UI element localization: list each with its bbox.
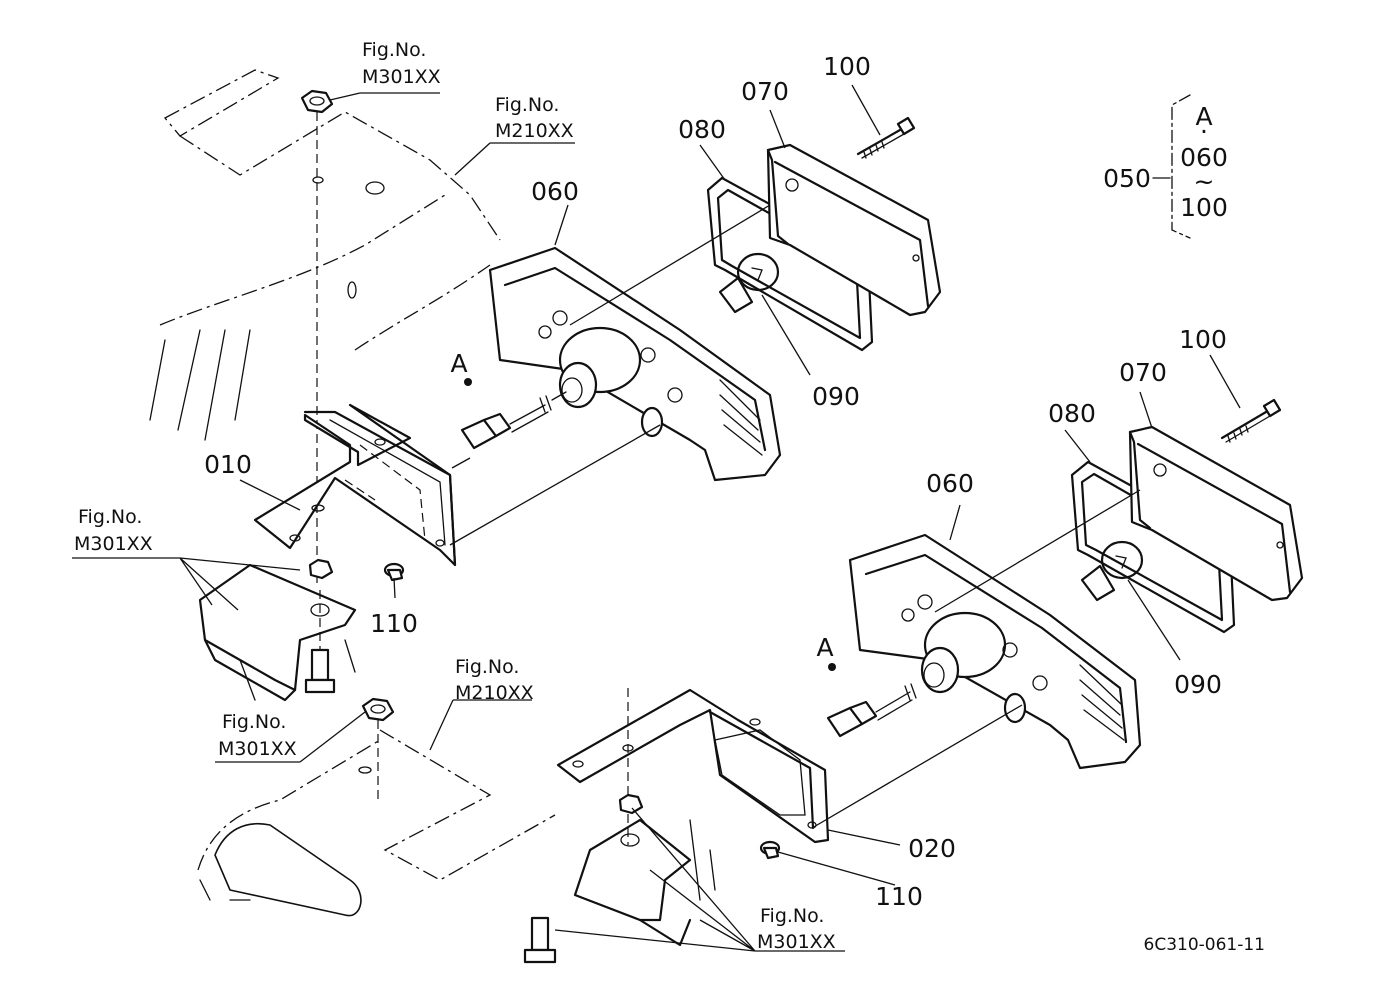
upper-flange-nut	[300, 89, 334, 114]
connector-upper	[460, 378, 567, 450]
bulb-090-upper	[718, 252, 780, 314]
label-010: 010	[204, 450, 252, 479]
label-110-upper: 110	[370, 609, 418, 638]
lamp-housing-060-upper	[488, 246, 782, 482]
drawing-number: 6C310-061-11	[1144, 935, 1265, 955]
label-080-upper: 080	[678, 115, 726, 144]
lamp-housing-060-lower	[848, 533, 1142, 770]
assembly-range-end: 100	[1180, 193, 1228, 222]
fig-ref-code: M301XX	[757, 931, 836, 953]
fig-ref-5: Fig.No. M301XX	[218, 711, 297, 760]
lower-assembly-lines	[811, 489, 1141, 829]
fig-ref-6: Fig.No. M301XX	[757, 905, 836, 953]
label-060-lower: 060	[926, 469, 974, 498]
assembly-range-start: 060	[1180, 143, 1228, 172]
fig-ref-title: Fig.No.	[222, 711, 286, 733]
fig-ref-title: Fig.No.	[455, 656, 519, 678]
assembly-note-050: 050 A · 060 ~ 100	[1103, 94, 1228, 239]
bracket-020	[556, 688, 830, 845]
connector-lower	[826, 663, 917, 738]
label-090-lower: 090	[1174, 670, 1222, 699]
fig-ref-1: Fig.No. M301XX	[362, 39, 441, 88]
leader-lines	[72, 84, 1241, 952]
lens-070-upper	[766, 143, 942, 317]
label-070-lower: 070	[1119, 358, 1167, 387]
screw-110-lower	[759, 840, 781, 860]
lower-fender-phantom	[197, 697, 556, 917]
label-110-lower: 110	[875, 882, 923, 911]
label-090-upper: 090	[812, 382, 860, 411]
label-050: 050	[1103, 164, 1151, 193]
fig-ref-code: M301XX	[218, 738, 297, 760]
label-080-lower: 080	[1048, 399, 1096, 428]
fig-ref-3: Fig.No. M301XX	[74, 506, 153, 555]
label-a-lower: A	[816, 633, 833, 662]
fig-ref-title: Fig.No.	[78, 506, 142, 528]
fig-ref-code: M210XX	[495, 120, 574, 142]
right-mount-hardware	[523, 793, 716, 964]
label-100-upper: 100	[823, 52, 871, 81]
screw-100-upper	[856, 116, 916, 159]
label-100-lower: 100	[1179, 325, 1227, 354]
upper-assembly-lines	[449, 204, 771, 546]
lens-070-lower	[1128, 425, 1304, 602]
fig-ref-4: Fig.No. M210XX	[455, 656, 534, 704]
upper-fender-phantom	[149, 69, 501, 441]
fig-ref-title: Fig.No.	[495, 94, 559, 116]
fig-ref-2: Fig.No. M210XX	[495, 94, 574, 142]
label-070-upper: 070	[741, 77, 789, 106]
screw-110-upper	[383, 562, 405, 582]
fig-ref-title: Fig.No.	[760, 905, 824, 927]
assembly-letter: A	[1195, 102, 1212, 131]
label-a-upper: A	[450, 349, 467, 378]
assembly-tilde: ~	[1194, 167, 1215, 196]
left-mount-hardware	[198, 558, 357, 702]
screw-100-lower	[1220, 398, 1282, 443]
fig-ref-code: M301XX	[74, 533, 153, 555]
fig-ref-code: M301XX	[362, 66, 441, 88]
fig-ref-code: M210XX	[455, 682, 534, 704]
fig-ref-title: Fig.No.	[362, 39, 426, 61]
label-020: 020	[908, 834, 956, 863]
assembly-dot: ·	[1200, 117, 1208, 146]
label-060-upper: 060	[531, 177, 579, 206]
bracket-010	[253, 403, 457, 567]
